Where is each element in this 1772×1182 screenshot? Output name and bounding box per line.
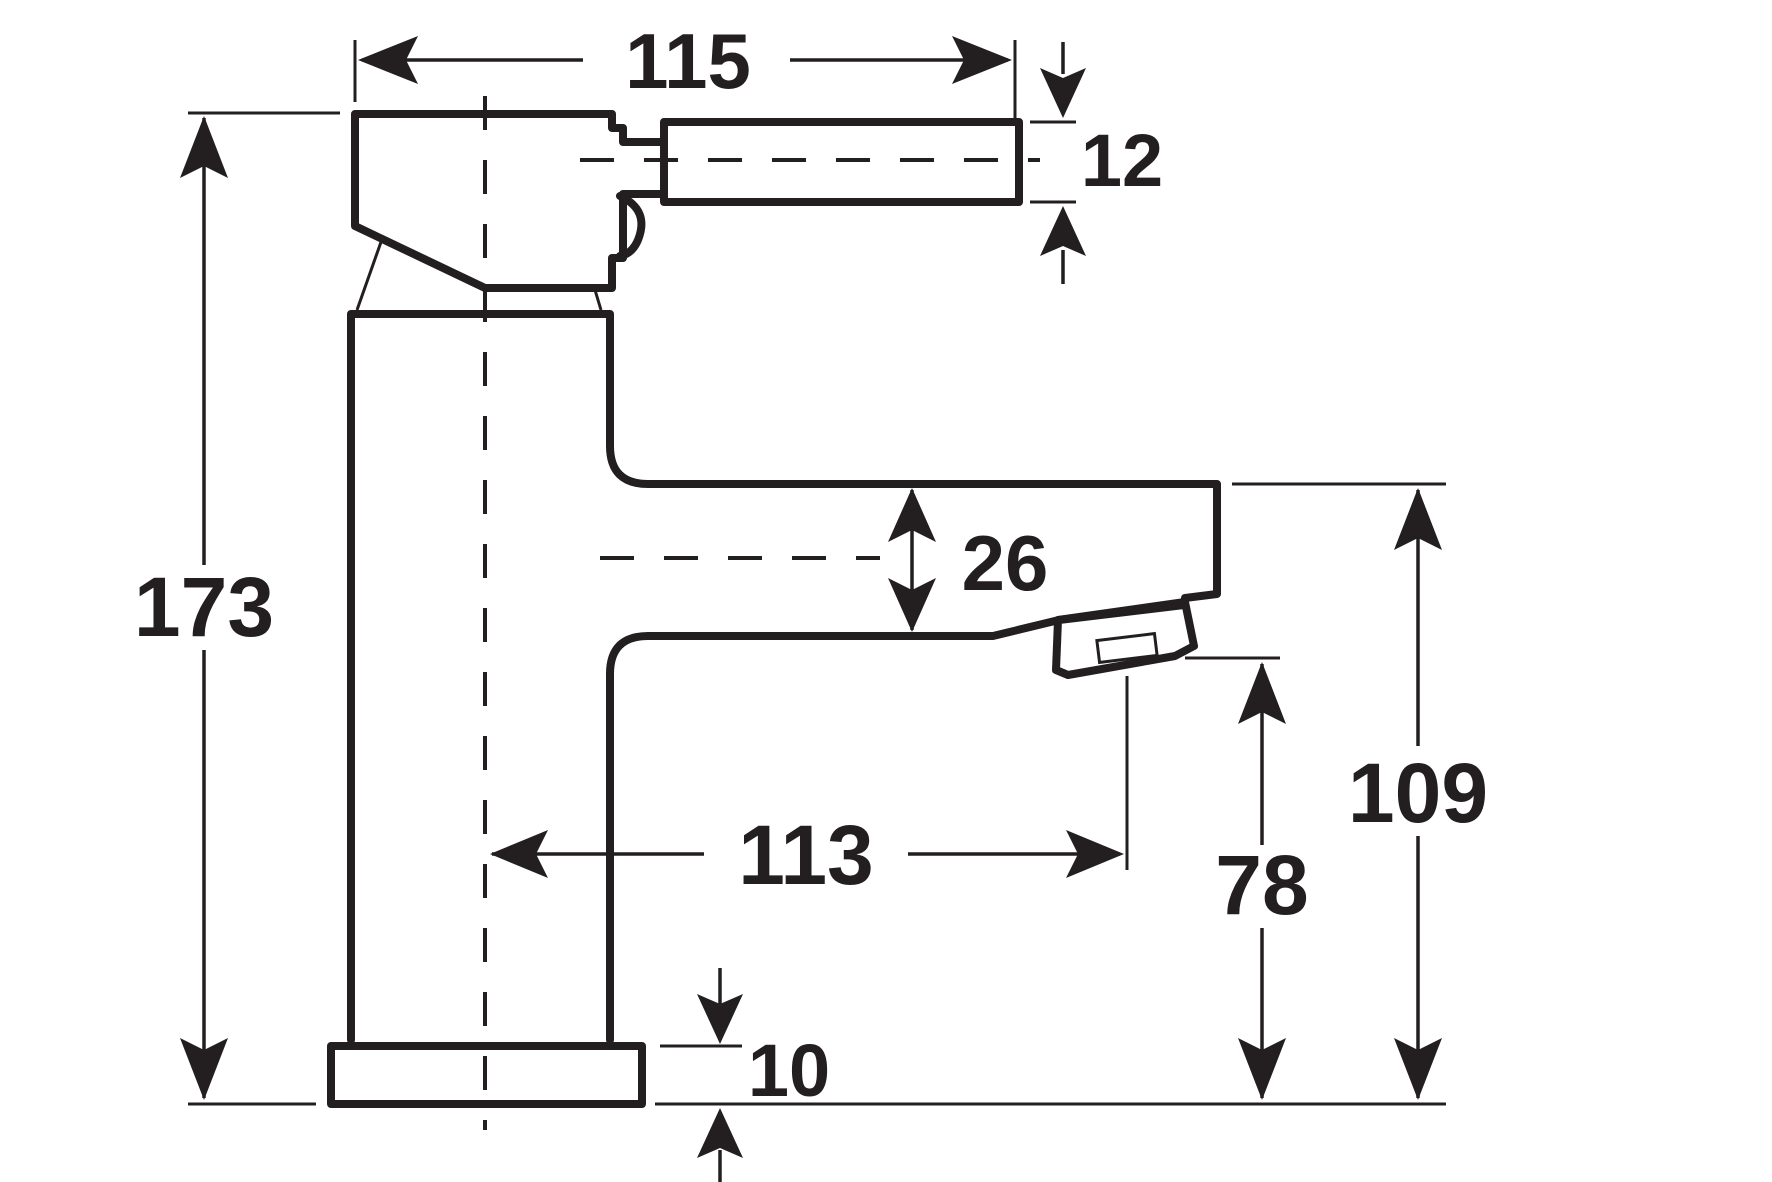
arrow-78-bottom	[1238, 1038, 1286, 1100]
connector-right	[593, 289, 603, 311]
dimension-10: 10	[697, 968, 830, 1182]
aerator-outline	[1052, 598, 1198, 679]
label-115: 115	[625, 17, 751, 105]
arrow-10-bottom	[697, 1108, 743, 1158]
dimension-173: 173	[134, 116, 274, 1100]
label-109: 109	[1348, 746, 1488, 840]
dimension-113: 113	[490, 808, 1124, 902]
arrow-26-bottom	[888, 578, 936, 632]
dimension-115: 115	[358, 17, 1012, 105]
label-12: 12	[1081, 119, 1163, 202]
arrow-113-left	[490, 830, 548, 878]
dimension-12: 12	[1040, 42, 1163, 284]
connector-left	[355, 241, 383, 311]
faucet-body	[327, 110, 1221, 1108]
dimension-78: 78	[1215, 662, 1309, 1100]
label-78: 78	[1215, 838, 1308, 932]
base-plate	[327, 1042, 646, 1108]
body-and-spout-outline	[347, 310, 1221, 1044]
label-10: 10	[748, 1029, 830, 1112]
extension-lines	[188, 40, 1446, 1106]
arrow-113-right	[1066, 830, 1124, 878]
arrow-115-left	[358, 36, 418, 84]
dimension-109: 109	[1348, 488, 1488, 1100]
label-113: 113	[738, 808, 874, 902]
arrow-173-bottom	[180, 1038, 228, 1100]
arrow-115-right	[952, 36, 1012, 84]
head-bump	[616, 192, 646, 260]
label-26: 26	[962, 519, 1049, 607]
arrow-12-bottom	[1040, 206, 1086, 256]
center-lines	[483, 96, 1040, 1130]
arrow-109-top	[1394, 488, 1442, 550]
arrow-109-bottom	[1394, 1038, 1442, 1100]
cartridge-head	[351, 110, 668, 292]
arrow-173-top	[180, 116, 228, 178]
arrow-12-top	[1040, 68, 1086, 118]
arrow-26-top	[888, 488, 936, 542]
dimension-26: 26	[888, 488, 1048, 632]
arrow-78-top	[1238, 662, 1286, 724]
label-173: 173	[134, 560, 274, 654]
aerator-slot	[1095, 631, 1159, 665]
arrow-10-top	[697, 994, 743, 1044]
